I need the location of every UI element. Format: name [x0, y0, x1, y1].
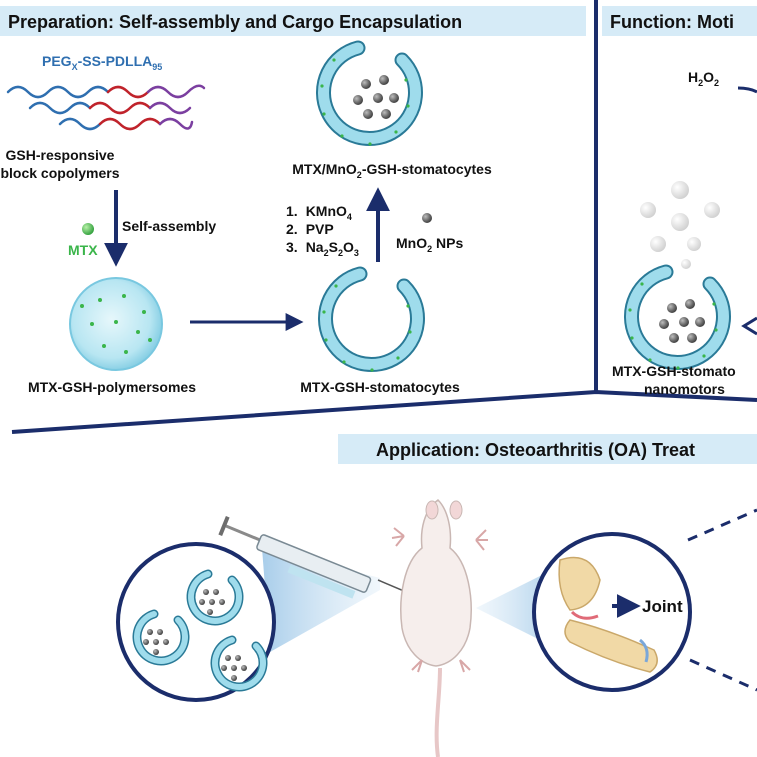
function-header-text: Function: Moti: [610, 12, 734, 32]
svg-text:2.PVP: 2.PVP: [286, 221, 334, 237]
motion-arrow-partial: [741, 316, 757, 336]
copolymer-formula: PEGX-SS-PDLLA95: [42, 53, 162, 72]
mno2-cargo: [353, 75, 399, 119]
self-assembly-label: Self-assembly: [122, 218, 216, 234]
dashed-connectors: [687, 508, 757, 692]
reaction-arrow-top: [737, 86, 757, 94]
synthesis-steps: 1.KMnO4 2.PVP 3.Na2S2O3: [286, 203, 359, 258]
stomatocyte-mini-1: [186, 569, 244, 626]
oxygen-bubbles: [640, 181, 720, 269]
zoom-circle-left: [116, 542, 276, 702]
stomatocyte-caption: MTX-GSH-stomatocytes: [300, 379, 460, 395]
h2o2-label: H2O2: [688, 69, 719, 88]
application-header-text: Application: Osteoarthritis (OA) Treat: [376, 440, 695, 460]
function-header: Function: Moti: [602, 6, 757, 36]
nanomotor-caption-line2: nanomotors: [644, 381, 725, 397]
loaded-stomatocyte: [316, 40, 423, 147]
polymersome: [69, 277, 163, 371]
svg-text:1.KMnO4: 1.KMnO4: [286, 203, 352, 222]
empty-stomatocyte: [318, 266, 425, 373]
copolymer-caption-line1: GSH-responsive: [6, 147, 115, 163]
nanomotor: [624, 264, 731, 371]
mtx-drug-icon: [82, 223, 94, 235]
stomatocyte-mini-2: [132, 609, 190, 666]
panel-frames: [11, 0, 757, 434]
application-header: Application: Osteoarthritis (OA) Treat: [338, 434, 757, 464]
joint-label: Joint: [642, 597, 683, 616]
bone-upper: [558, 556, 601, 611]
nanomotor-caption-line1: MTX-GSH-stomato: [612, 363, 736, 379]
mno2-label: MnO2 NPs: [396, 235, 463, 254]
stomatocyte-mini-3: [210, 635, 268, 692]
svg-text:3.Na2S2O3: 3.Na2S2O3: [286, 239, 359, 258]
svg-text:PEGX-SS-PDLLA95: PEGX-SS-PDLLA95: [42, 53, 162, 72]
loaded-stomatocyte-caption: MTX/MnO2-GSH-stomatocytes: [292, 161, 492, 180]
copolymer-chains-icon: [6, 84, 206, 131]
bone-lower: [564, 619, 658, 673]
zoom-circle-right: [532, 532, 692, 692]
mno2-nanoparticle-icon: [422, 213, 432, 223]
rat-icon: [391, 499, 488, 757]
polymersome-caption: MTX-GSH-polymersomes: [28, 379, 196, 395]
copolymer-caption-line2: block copolymers: [0, 165, 119, 181]
preparation-header-text: Preparation: Self-assembly and Cargo Enc…: [8, 12, 462, 32]
mtx-label: MTX: [68, 242, 98, 258]
preparation-header: Preparation: Self-assembly and Cargo Enc…: [0, 6, 586, 36]
